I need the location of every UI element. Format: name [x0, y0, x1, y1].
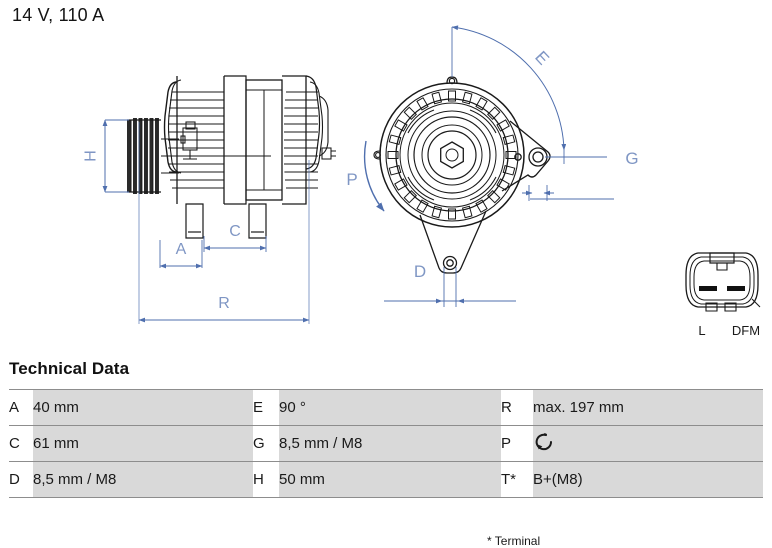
technical-data-section: Technical Data A 40 mm E 90 ° R max. 197…: [0, 348, 772, 548]
dimension-label-R: R: [218, 295, 230, 312]
row-value-g: 8,5 mm / M8: [279, 425, 501, 462]
row-value-t: B+(M8): [533, 461, 763, 498]
pulley: [127, 118, 179, 194]
dimension-label-H: H: [83, 150, 100, 162]
alternator-front-view-graphic: P E G D: [346, 25, 639, 307]
terminal-footnote: * Terminal: [487, 534, 541, 548]
plug-connector-graphic: L DFM: [685, 252, 761, 338]
connector-pin-label-L: L: [698, 323, 705, 338]
svg-text:E: E: [531, 47, 553, 68]
table-row: C 61 mm G 8,5 mm / M8 P: [9, 425, 763, 462]
row-key-a: A: [9, 389, 33, 426]
technical-data-heading: Technical Data: [9, 359, 130, 378]
table-row: A 40 mm E 90 ° R max. 197 mm: [9, 389, 763, 426]
technical-drawing: H A C R: [83, 25, 761, 338]
row-key-t: T*: [501, 461, 533, 498]
row-value-c: 61 mm: [33, 425, 253, 462]
row-value-d: 8,5 mm / M8: [33, 461, 253, 498]
alternator-side-view-graphic: H A C R: [83, 75, 336, 324]
row-value-h: 50 mm: [279, 461, 501, 498]
rear-housing: [282, 75, 336, 205]
dimension-D: [384, 267, 516, 307]
dimension-H: [102, 119, 129, 193]
row-key-c: C: [9, 425, 33, 462]
technical-data-table: A 40 mm E 90 ° R max. 197 mm C 61 mm G 8…: [9, 389, 763, 498]
row-value-e: 90 °: [279, 389, 501, 426]
connector-pin-label-DFM: DFM: [732, 323, 760, 338]
rotation-arrow-P: [363, 140, 385, 212]
row-value-p: [533, 425, 763, 462]
row-key-r: R: [501, 389, 533, 426]
dimension-label-D: D: [414, 262, 426, 281]
vent-louvres: [387, 90, 517, 220]
row-value-a: 40 mm: [33, 389, 253, 426]
drive-end-housing: [161, 75, 271, 205]
row-key-h: H: [253, 461, 279, 498]
row-value-r: max. 197 mm: [533, 389, 763, 426]
dimension-A: [159, 240, 203, 269]
dimension-R: [138, 122, 310, 324]
mount-ear-bottom: [419, 210, 487, 274]
hex-nut: [440, 141, 464, 169]
stator-housing: [245, 79, 283, 201]
fan-windows: [407, 109, 497, 201]
dimension-C: [203, 236, 267, 252]
mounting-feet: [185, 203, 267, 239]
dimension-label-A: A: [176, 241, 187, 258]
dimension-label-P: P: [346, 170, 357, 189]
left-lug: [373, 150, 381, 160]
svg-text:H: H: [83, 150, 100, 162]
dimension-label-E: E: [531, 47, 553, 68]
table-row: D 8,5 mm / M8 H 50 mm T* B+(M8): [9, 461, 763, 498]
dimension-label-C: C: [229, 223, 241, 240]
page-title: 14 V, 110 A: [12, 5, 105, 25]
mount-ear-right: [501, 120, 551, 192]
row-key-g: G: [253, 425, 279, 462]
row-key-p: P: [501, 425, 533, 462]
dimension-label-G: G: [625, 149, 638, 168]
dimension-G: [522, 156, 614, 201]
row-key-e: E: [253, 389, 279, 426]
row-key-d: D: [9, 461, 33, 498]
clockwise-rotation-icon: [533, 432, 555, 455]
